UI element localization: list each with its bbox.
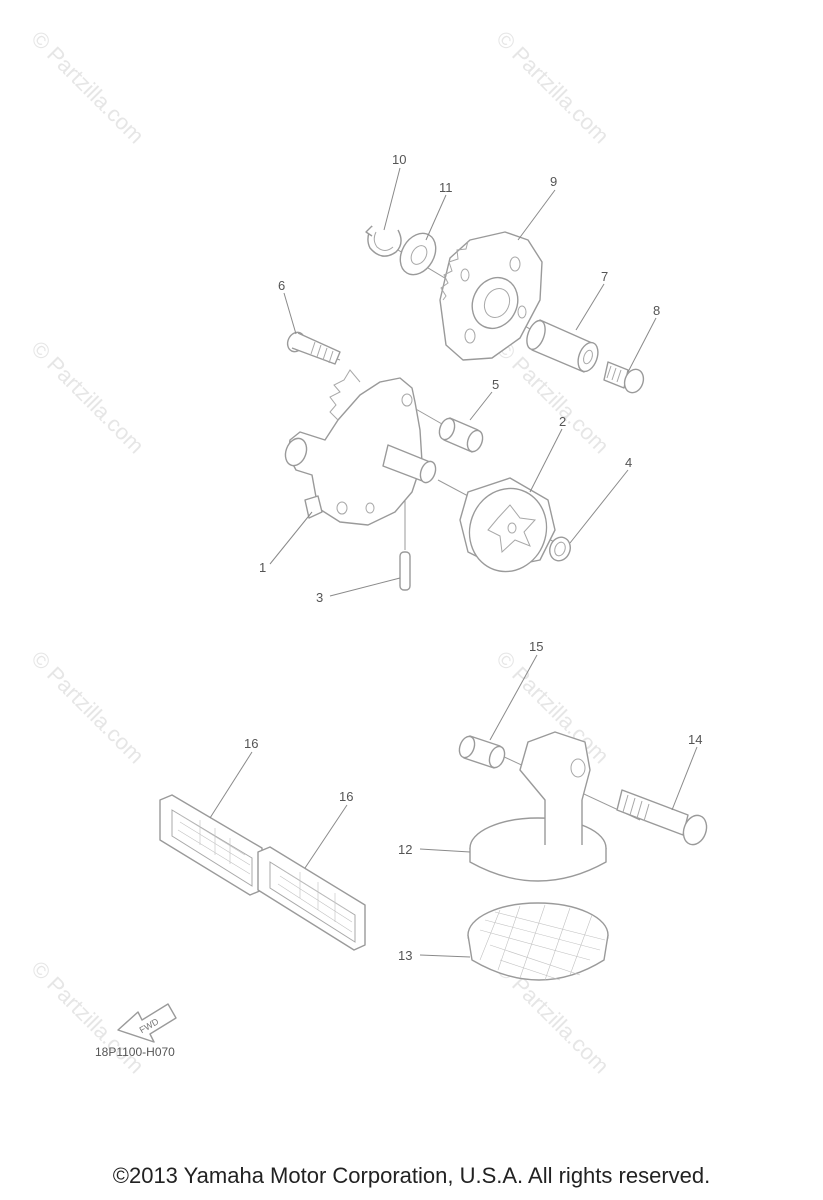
diagram-code: 18P1100-H070 <box>95 1045 175 1059</box>
callout-7: 7 <box>601 269 608 284</box>
watermark-text: © Partzilla.com <box>26 956 149 1079</box>
callout-16: 16 <box>244 736 258 751</box>
screen-part-16a <box>159 794 263 896</box>
callout-13: 13 <box>398 948 412 963</box>
washer-part-11 <box>399 232 437 276</box>
strainer-housing-part-12 <box>469 731 607 882</box>
forward-direction-arrow-icon: FWD <box>117 1003 177 1043</box>
screen-part-16b <box>257 846 366 951</box>
callout-6: 6 <box>278 278 285 293</box>
strainer-screen-part-13 <box>467 902 609 981</box>
gear-part-9 <box>439 231 543 361</box>
callout-10: 10 <box>392 152 406 167</box>
callout-3: 3 <box>316 590 323 605</box>
callout-11: 11 <box>439 180 453 195</box>
callout-1: 1 <box>259 560 266 575</box>
callout-5: 5 <box>492 377 499 392</box>
watermark-text: © Partzilla.com <box>26 336 149 459</box>
collar-part-5 <box>438 417 484 453</box>
rotor-part-2 <box>459 477 556 573</box>
callout-4: 4 <box>625 455 632 470</box>
callout-14: 14 <box>688 732 702 747</box>
bolt-part-14 <box>616 789 708 846</box>
shaft-part-7 <box>526 319 599 373</box>
bolt-part-8 <box>603 361 645 394</box>
callout-9: 9 <box>550 174 557 189</box>
callout-12: 12 <box>398 842 412 857</box>
collar-part-15 <box>458 735 506 769</box>
callout-2: 2 <box>559 414 566 429</box>
leader-lines <box>209 167 698 958</box>
copyright-notice: ©2013 Yamaha Motor Corporation, U.S.A. A… <box>112 1163 711 1188</box>
dowel-pin-part-3 <box>399 551 411 591</box>
callout-8: 8 <box>653 303 660 318</box>
pump-body-part-1 <box>284 369 437 526</box>
screw-part-6 <box>286 331 341 365</box>
circlip-part-10 <box>365 225 402 257</box>
callout-labels: 10 11 9 7 8 6 5 2 4 1 3 15 14 12 13 16 1… <box>244 152 702 963</box>
watermark-text: © Partzilla.com <box>491 26 614 149</box>
callout-16: 16 <box>339 789 353 804</box>
watermark-text: © Partzilla.com <box>26 646 149 769</box>
callout-15: 15 <box>529 639 543 654</box>
clip-part-4 <box>549 536 571 562</box>
watermark-text: © Partzilla.com <box>26 26 149 149</box>
